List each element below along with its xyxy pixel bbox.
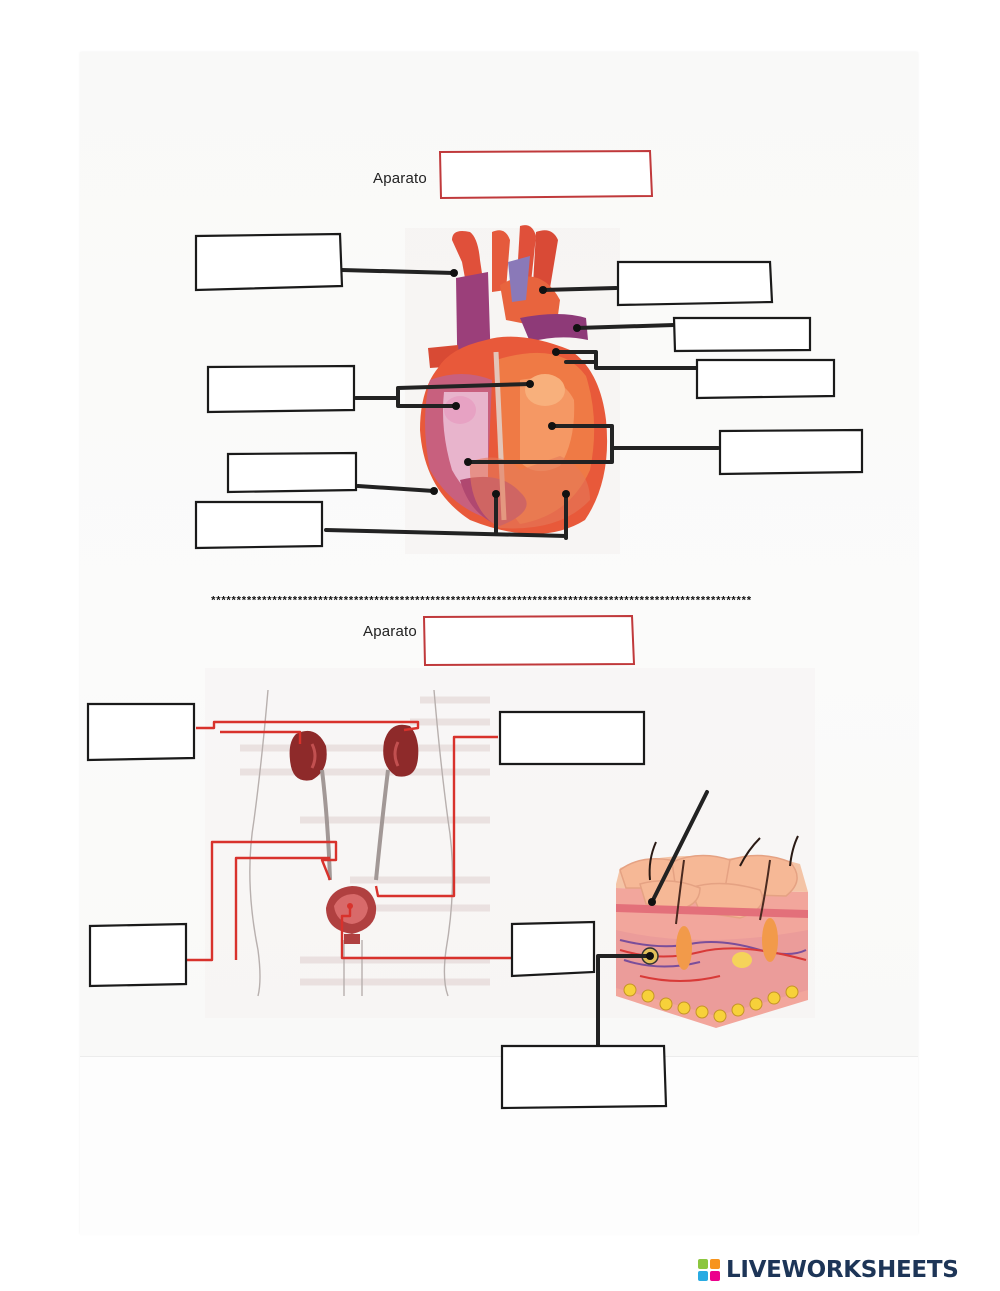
answer-box-heart-system[interactable] bbox=[438, 149, 654, 200]
answer-box-urinary-1[interactable] bbox=[86, 702, 196, 762]
separator-line: ****************************************… bbox=[210, 596, 752, 608]
answer-box-heart-3[interactable] bbox=[672, 316, 812, 353]
answer-box-skin-2[interactable] bbox=[500, 1044, 668, 1110]
heart-pointer-lines bbox=[324, 268, 720, 540]
skin-pointer-lines bbox=[596, 790, 709, 1048]
answer-box-heart-6[interactable] bbox=[718, 428, 864, 476]
answer-box-heart-4[interactable] bbox=[206, 364, 356, 414]
brand-name: LIVEWORKSHEETS bbox=[726, 1257, 959, 1283]
heading-label-heart: Aparato bbox=[373, 170, 427, 187]
heart-illustration bbox=[405, 225, 620, 554]
answer-box-heart-8[interactable] bbox=[194, 500, 324, 550]
answer-box-urinary-3[interactable] bbox=[88, 922, 188, 988]
worksheet-page-bottom bbox=[80, 1056, 918, 1235]
answer-box-urinary-2[interactable] bbox=[498, 710, 646, 766]
liveworksheets-brand: LIVEWORKSHEETS bbox=[698, 1256, 959, 1284]
answer-box-heart-2[interactable] bbox=[616, 260, 774, 307]
heading-label-urinary: Aparato bbox=[363, 623, 417, 640]
urinary-pointer-lines bbox=[186, 720, 512, 962]
answer-box-heart-7[interactable] bbox=[226, 451, 358, 494]
answer-box-heart-1[interactable] bbox=[194, 232, 344, 292]
answer-box-urinary-system[interactable] bbox=[422, 614, 636, 667]
skin-illustration bbox=[616, 835, 808, 1028]
liveworksheets-logo-icon bbox=[698, 1259, 720, 1281]
answer-box-heart-5[interactable] bbox=[695, 358, 836, 400]
answer-box-skin-1[interactable] bbox=[510, 920, 596, 978]
